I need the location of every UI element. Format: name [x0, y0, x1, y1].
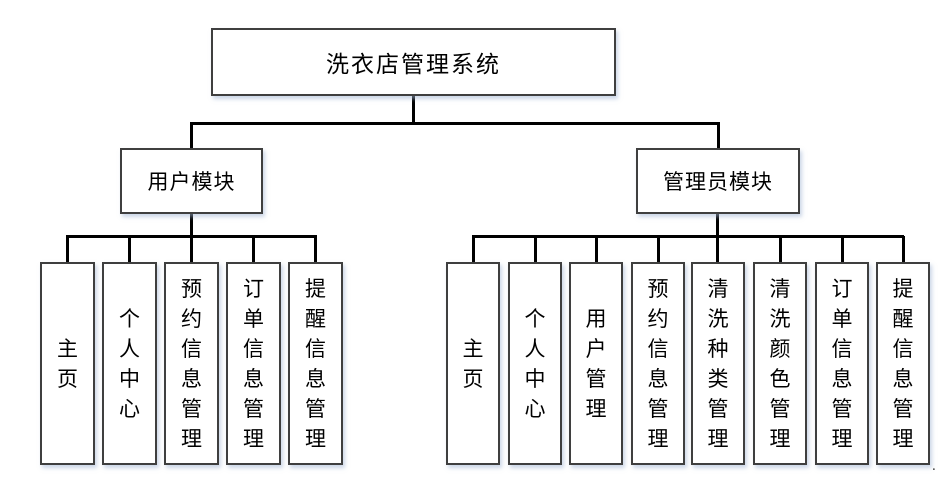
connector-leaf-drop: [128, 236, 131, 262]
connector-leaf-drop: [314, 236, 317, 262]
connector-leaf-drop: [66, 236, 69, 262]
stray-period: .: [932, 458, 936, 474]
connector-leaf-drop: [472, 236, 475, 262]
connector-user-drop: [190, 123, 193, 148]
leaf-label: 清洗颜色管理: [769, 276, 791, 451]
leaf-node-admin-home: 主页: [446, 262, 500, 465]
leaf-node-admin-reminder-info: 提醒信息管理: [876, 262, 930, 465]
connector-leaf-drop: [657, 236, 660, 262]
leaf-label: 订单信息管理: [831, 276, 853, 451]
leaf-node-user-home: 主页: [40, 262, 95, 465]
connector-leaf-drop: [595, 236, 598, 262]
connector-user-stub: [190, 214, 193, 262]
root-node-label: 洗衣店管理系统: [326, 52, 501, 77]
leaf-label: 提醒信息管理: [892, 276, 914, 451]
leaf-label: 清洗种类管理: [707, 276, 729, 451]
connector-rail-user: [66, 235, 317, 238]
leaf-node-admin-order-info: 订单信息管理: [815, 262, 869, 465]
module-node-user: 用户模块: [120, 148, 263, 214]
connector-leaf-drop: [902, 236, 905, 262]
module-user-label: 用户模块: [147, 171, 236, 194]
connector-leaf-drop: [252, 236, 255, 262]
leaf-label: 个人中心: [524, 306, 546, 421]
root-node: 洗衣店管理系统: [211, 28, 616, 96]
module-node-admin: 管理员模块: [636, 148, 800, 214]
leaf-label: 主页: [57, 336, 78, 391]
leaf-label: 订单信息管理: [243, 276, 264, 451]
leaf-label: 个人中心: [119, 306, 140, 421]
leaf-node-admin-wash-color: 清洗颜色管理: [753, 262, 807, 465]
leaf-node-user-reminder-info: 提醒信息管理: [288, 262, 343, 465]
leaf-label: 提醒信息管理: [305, 276, 326, 451]
connector-leaf-drop: [534, 236, 537, 262]
leaf-node-user-reservation-info: 预约信息管理: [164, 262, 219, 465]
connector-admin-stub: [716, 214, 719, 262]
connector-rail-level1: [190, 122, 720, 125]
leaf-node-admin-personal-center: 个人中心: [508, 262, 562, 465]
leaf-node-user-order-info: 订单信息管理: [226, 262, 281, 465]
leaf-node-admin-user-mgmt: 用户管理: [569, 262, 623, 465]
leaf-label: 预约信息管理: [181, 276, 202, 451]
connector-leaf-drop: [779, 236, 782, 262]
leaf-label: 用户管理: [585, 306, 607, 421]
connector-root-stub: [412, 96, 415, 123]
module-admin-label: 管理员模块: [663, 171, 773, 194]
leaf-label: 主页: [462, 336, 484, 391]
connector-leaf-drop: [841, 236, 844, 262]
leaf-node-user-personal-center: 个人中心: [102, 262, 157, 465]
connector-admin-drop: [717, 123, 720, 148]
leaf-label: 预约信息管理: [647, 276, 669, 451]
leaf-node-admin-reservation-info: 预约信息管理: [631, 262, 685, 465]
leaf-node-admin-wash-type: 清洗种类管理: [691, 262, 745, 465]
connector-rail-admin: [472, 235, 904, 238]
